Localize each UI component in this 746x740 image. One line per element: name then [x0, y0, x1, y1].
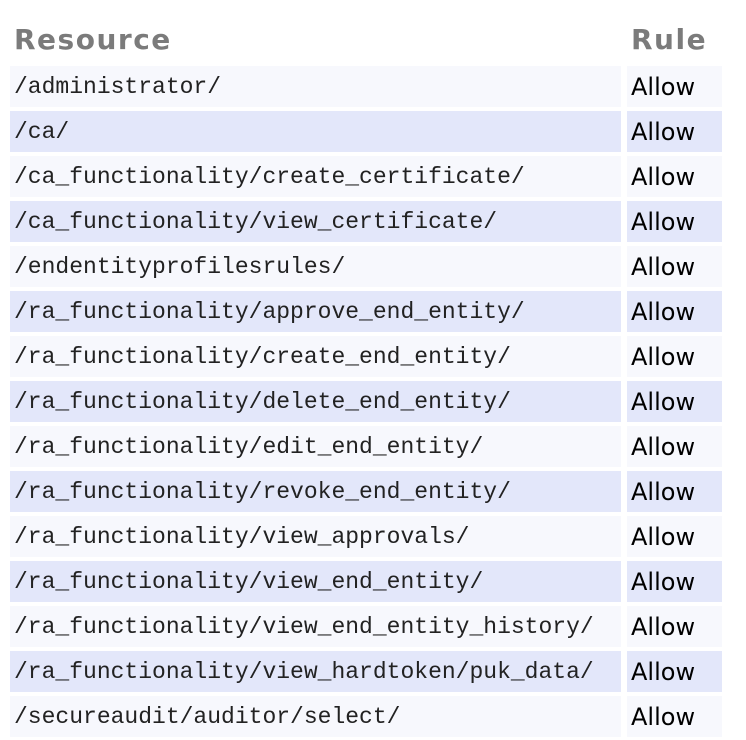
rule-cell: Allow: [627, 201, 722, 242]
table-row: /ra_functionality/view_approvals/Allow: [10, 516, 722, 557]
rule-cell: Allow: [627, 651, 722, 692]
resource-cell: /ca/: [10, 111, 621, 152]
resource-cell: /secureaudit/auditor/select/: [10, 696, 621, 737]
resource-cell: /ra_functionality/delete_end_entity/: [10, 381, 621, 422]
column-header-rule: Rule: [631, 23, 708, 56]
table-row: /ra_functionality/view_hardtoken/puk_dat…: [10, 651, 722, 692]
rule-cell: Allow: [627, 66, 722, 107]
table-row: /ca/Allow: [10, 111, 722, 152]
column-header-resource: Resource: [14, 23, 172, 56]
resource-cell: /ra_functionality/view_end_entity/: [10, 561, 621, 602]
table-row: /ra_functionality/view_end_entity_histor…: [10, 606, 722, 647]
resource-cell: /ca_functionality/view_certificate/: [10, 201, 621, 242]
table-row: /ra_functionality/create_end_entity/Allo…: [10, 336, 722, 377]
rule-cell: Allow: [627, 516, 722, 557]
rule-cell: Allow: [627, 156, 722, 197]
table-row: /ra_functionality/approve_end_entity/All…: [10, 291, 722, 332]
resource-cell: /ra_functionality/edit_end_entity/: [10, 426, 621, 467]
rule-cell: Allow: [627, 426, 722, 467]
table-row: /endentityprofilesrules/Allow: [10, 246, 722, 287]
access-rules-table: Resource Rule /administrator/Allow/ca/Al…: [4, 14, 728, 740]
rule-cell: Allow: [627, 696, 722, 737]
resource-cell: /ra_functionality/view_hardtoken/puk_dat…: [10, 651, 621, 692]
resource-cell: /ca_functionality/create_certificate/: [10, 156, 621, 197]
rule-cell: Allow: [627, 291, 722, 332]
resource-cell: /ra_functionality/view_approvals/: [10, 516, 621, 557]
header-row: Resource Rule: [10, 18, 722, 62]
resource-cell: /ra_functionality/view_end_entity_histor…: [10, 606, 621, 647]
rule-cell: Allow: [627, 111, 722, 152]
table-row: /ra_functionality/delete_end_entity/Allo…: [10, 381, 722, 422]
rule-cell: Allow: [627, 336, 722, 377]
rule-cell: Allow: [627, 471, 722, 512]
resource-cell: /ra_functionality/create_end_entity/: [10, 336, 621, 377]
resource-cell: /ra_functionality/revoke_end_entity/: [10, 471, 621, 512]
table-row: /ca_functionality/view_certificate/Allow: [10, 201, 722, 242]
rule-cell: Allow: [627, 561, 722, 602]
table-row: /administrator/Allow: [10, 66, 722, 107]
table-row: /secureaudit/auditor/select/Allow: [10, 696, 722, 737]
resource-cell: /ra_functionality/approve_end_entity/: [10, 291, 621, 332]
table-row: /ra_functionality/edit_end_entity/Allow: [10, 426, 722, 467]
table-body: /administrator/Allow/ca/Allow/ca_functio…: [10, 66, 722, 737]
resource-cell: /endentityprofilesrules/: [10, 246, 621, 287]
resource-cell: /administrator/: [10, 66, 621, 107]
table-header: Resource Rule: [10, 18, 722, 62]
rule-cell: Allow: [627, 246, 722, 287]
rule-cell: Allow: [627, 381, 722, 422]
table-row: /ra_functionality/revoke_end_entity/Allo…: [10, 471, 722, 512]
table-row: /ra_functionality/view_end_entity/Allow: [10, 561, 722, 602]
rule-cell: Allow: [627, 606, 722, 647]
table-row: /ca_functionality/create_certificate/All…: [10, 156, 722, 197]
